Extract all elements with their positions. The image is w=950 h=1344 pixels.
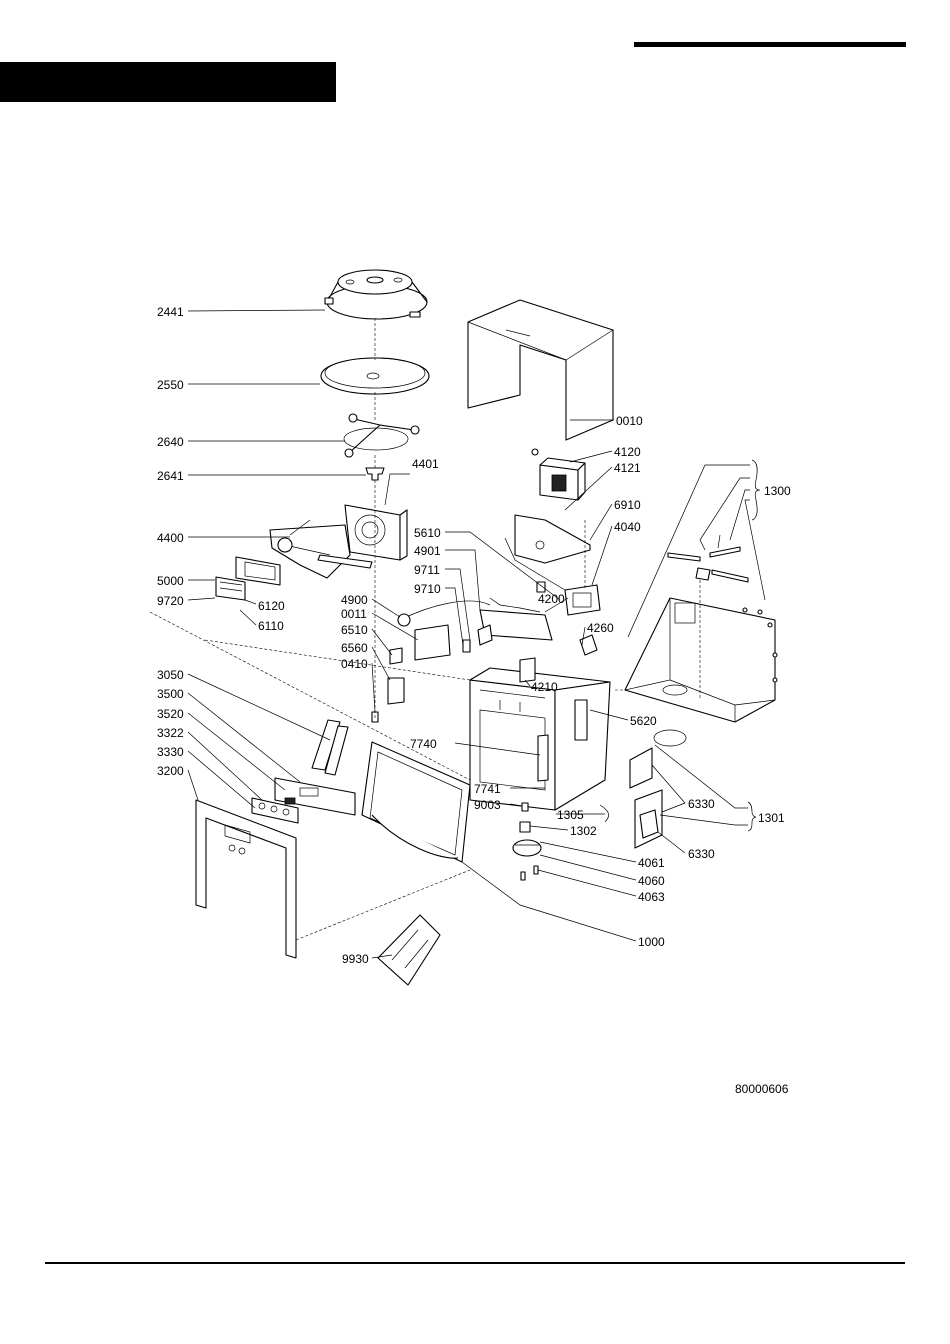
part-9930-drawing: [378, 915, 440, 985]
label-6910: 6910: [614, 498, 641, 512]
label-4120: 4120: [614, 445, 641, 459]
label-9710: 9710: [414, 582, 441, 596]
label-2641: 2641: [157, 469, 184, 483]
part-4400-drawing: [270, 505, 407, 578]
label-9930: 9930: [342, 952, 369, 966]
label-3520: 3520: [157, 707, 184, 721]
label-6560: 6560: [341, 641, 368, 655]
part-3500-drawing: [252, 720, 355, 823]
label-6330-upper: 6330: [688, 797, 715, 811]
part-2641-drawing: [366, 468, 384, 480]
label-1000: 1000: [638, 935, 665, 949]
label-5610: 5610: [414, 526, 441, 540]
label-9711: 9711: [414, 563, 440, 577]
drawing-number: 80000606: [735, 1082, 789, 1096]
part-2550-drawing: [321, 358, 429, 394]
label-3500: 3500: [157, 687, 184, 701]
label-4063: 4063: [638, 890, 665, 904]
label-6330-lower: 6330: [688, 847, 715, 861]
label-7740: 7740: [410, 737, 437, 751]
label-4061: 4061: [638, 856, 665, 870]
label-4121: 4121: [614, 461, 641, 475]
part-2640-drawing: [344, 414, 419, 457]
label-9003: 9003: [474, 798, 501, 812]
label-4901: 4901: [414, 544, 441, 558]
label-4040: 4040: [614, 520, 641, 534]
label-0011: 0011: [341, 607, 367, 621]
label-4060: 4060: [638, 874, 665, 888]
label-0010: 0010: [616, 414, 643, 428]
part-0010-drawing: [468, 300, 613, 440]
label-4400: 4400: [157, 531, 184, 545]
label-0410: 0410: [341, 657, 368, 671]
label-3200: 3200: [157, 764, 184, 778]
label-2640: 2640: [157, 435, 184, 449]
label-4210: 4210: [531, 680, 558, 694]
label-7741: 7741: [474, 782, 501, 796]
part-1300-drawing: [668, 535, 748, 582]
label-4260: 4260: [587, 621, 614, 635]
label-3050: 3050: [157, 668, 184, 682]
label-4401: 4401: [412, 457, 439, 471]
label-1301: 1301: [758, 811, 785, 825]
part-4120-drawing: [515, 449, 590, 563]
label-6510: 6510: [341, 623, 368, 637]
label-1300: 1300: [764, 484, 791, 498]
label-4900: 4900: [341, 593, 368, 607]
label-5000: 5000: [157, 574, 184, 588]
label-1305: 1305: [557, 808, 584, 822]
label-4200: 4200: [538, 592, 565, 606]
part-2441-drawing: [325, 270, 427, 319]
part-3200-drawing: [196, 800, 296, 958]
part-1000-drawing: [362, 742, 470, 862]
label-2550: 2550: [157, 378, 184, 392]
label-3322: 3322: [157, 726, 184, 740]
label-6110: 6110: [258, 619, 284, 633]
label-3330: 3330: [157, 745, 184, 759]
part-5000-drawing: [216, 557, 280, 600]
label-2441: 2441: [157, 305, 184, 319]
part-cavity-drawing: [625, 598, 777, 722]
label-9720: 9720: [157, 594, 184, 608]
label-6120: 6120: [258, 599, 285, 613]
label-5620: 5620: [630, 714, 657, 728]
label-1302: 1302: [570, 824, 597, 838]
